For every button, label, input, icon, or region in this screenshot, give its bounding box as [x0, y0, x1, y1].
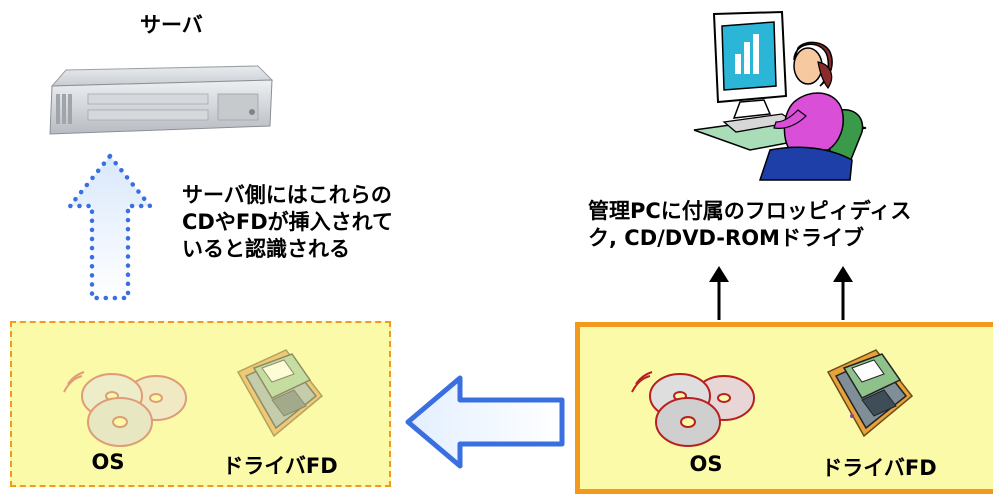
dotted-up-arrow [67, 153, 153, 301]
cd-icon [63, 371, 187, 447]
admin-pc-caption-line-1: 管理PCに付属のフロッピィディス [588, 199, 912, 223]
virtual-media-box [10, 321, 391, 487]
physical-media-box [575, 322, 993, 494]
up-arrow-os [709, 266, 729, 320]
server-title: サーバ [140, 13, 203, 37]
cd-icon [631, 371, 755, 447]
left-fd-label: ドライバFD [222, 454, 338, 478]
right-fd-label: ドライバFD [821, 456, 937, 480]
recognition-line-2: CDやFDが挿入されて [182, 210, 393, 234]
floppy-icon [236, 349, 324, 438]
left-transfer-arrow [405, 375, 565, 469]
server-icon [49, 65, 274, 135]
recognition-text: サーバ側にはこれらの CDやFDが挿入されて いると認識される [182, 182, 393, 263]
floppy-icon [826, 349, 914, 438]
recognition-line-1: サーバ側にはこれらの [182, 183, 392, 207]
up-arrow-fd [833, 266, 853, 320]
admin-pc-caption-line-2: ク, CD/DVD-ROMドライブ [588, 226, 864, 250]
left-os-label: OS [91, 450, 125, 474]
recognition-line-3: いると認識される [182, 237, 350, 261]
admin-pc-caption: 管理PCに付属のフロッピィディス ク, CD/DVD-ROMドライブ [588, 198, 911, 252]
right-os-label: OS [689, 452, 723, 476]
admin-pc-icon [693, 10, 867, 181]
